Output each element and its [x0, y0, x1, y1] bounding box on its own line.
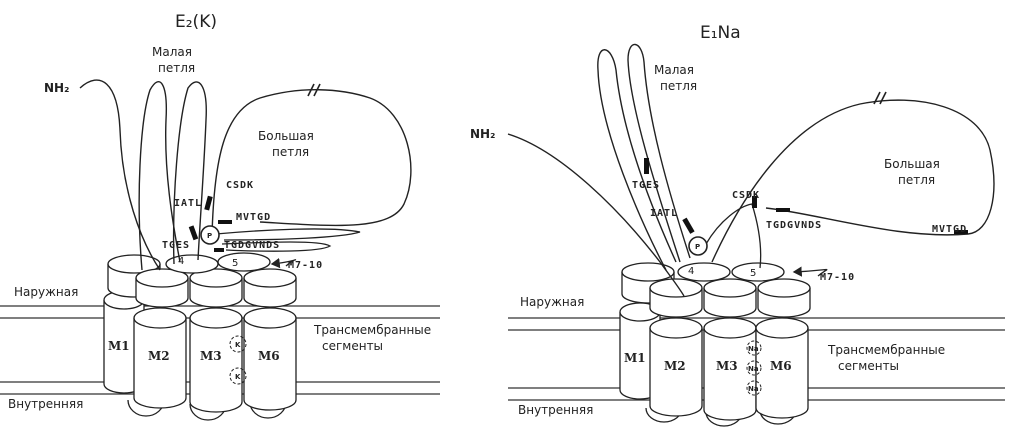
segment-m1: M1 — [624, 351, 646, 365]
segment-m3: M3 — [200, 349, 222, 363]
tm-label-1: Трансмембранные — [313, 323, 431, 337]
upper-cylinders — [622, 263, 810, 317]
tm-label-2: сегменты — [322, 339, 383, 353]
motif-iatl: IATL — [174, 198, 202, 209]
small-loop-label-2: петля — [660, 79, 697, 93]
big-loop-label-1: Большая — [258, 129, 314, 143]
upper-cylinders — [108, 253, 296, 307]
segment-m3: M3 — [716, 359, 738, 373]
domain-4: 4 — [688, 266, 694, 277]
outer-label: Наружная — [520, 295, 584, 309]
big-loop-label-2: петля — [898, 173, 935, 187]
motif-iatl: IATL — [650, 208, 678, 219]
n-terminus-chain — [80, 80, 160, 270]
m710-label: M7-10 — [820, 272, 855, 283]
k-ion-1: K — [235, 341, 241, 349]
na-ion-3: Na — [748, 385, 759, 393]
panel-e2k: E₂(K) — [0, 12, 440, 420]
m710-label: M7-10 — [288, 260, 323, 271]
segment-m6: M6 — [258, 349, 280, 363]
panel-title: E₁Na — [700, 23, 741, 43]
motif-tges: TGES — [632, 180, 660, 191]
big-loop-label-2: петля — [272, 145, 309, 159]
motif-csdk: CSDK — [732, 190, 760, 201]
motif-mvtgd: MVTGD — [932, 224, 967, 235]
panel-title: E₂(K) — [175, 12, 217, 32]
segment-m2: M2 — [664, 359, 686, 373]
na-ion-1: Na — [748, 345, 759, 353]
big-loop — [712, 100, 994, 262]
tm-label-1: Трансмембранные — [827, 343, 945, 357]
na-ion-2: Na — [748, 365, 759, 373]
small-loop-label-2: петля — [158, 61, 195, 75]
nh2-label: NH₂ — [44, 81, 69, 95]
k-ion-2: K — [235, 373, 241, 381]
nh2-label: NH₂ — [470, 127, 495, 141]
tm-label-2: сегменты — [838, 359, 899, 373]
segment-m2: M2 — [148, 349, 170, 363]
motif-tgdgvnds: TGDGVNDS — [224, 240, 280, 251]
segment-m1: M1 — [108, 339, 130, 353]
small-loop-label-1: Малая — [152, 45, 192, 59]
motif-mvtgd: MVTGD — [236, 212, 271, 223]
phospho-label: P — [207, 232, 212, 240]
small-loop-label-1: Малая — [654, 63, 694, 77]
motif-csdk: CSDK — [226, 180, 254, 191]
segment-m6: M6 — [770, 359, 792, 373]
inner-label: Внутренняя — [8, 397, 83, 411]
domain-5: 5 — [750, 268, 756, 279]
big-loop-label-1: Большая — [884, 157, 940, 171]
motif-tgdgvnds: TGDGVNDS — [766, 220, 822, 231]
phospho-label: P — [695, 243, 700, 251]
break-mark — [874, 92, 886, 104]
domain-5: 5 — [232, 258, 238, 269]
panel-e1na: E₁Na — [470, 23, 1005, 426]
outer-label: Наружная — [14, 285, 78, 299]
inner-label: Внутренняя — [518, 403, 593, 417]
motif-tges: TGES — [162, 240, 190, 251]
